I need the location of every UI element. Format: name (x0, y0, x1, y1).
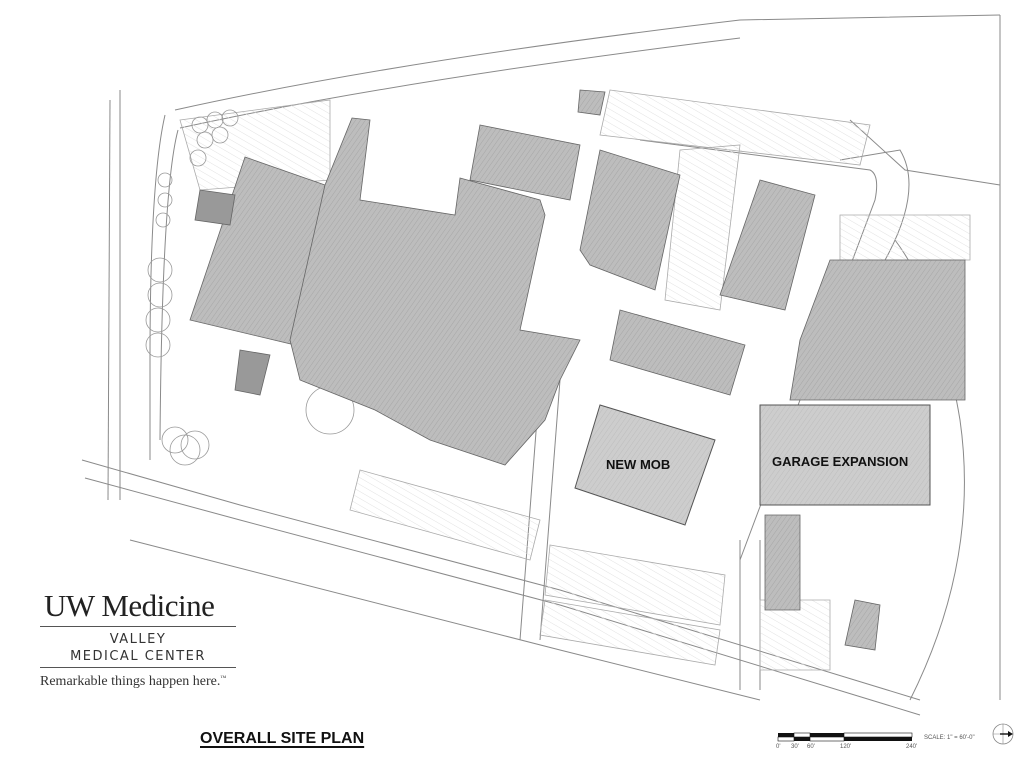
logo-brand: UW Medicine (44, 588, 215, 623)
garage-expansion-label: GARAGE EXPANSION (772, 454, 909, 469)
new-mob-label: NEW MOB (606, 457, 671, 472)
logo-tagline: Remarkable things happen here.™ (40, 674, 227, 689)
existing-buildings (189, 89, 966, 651)
parking-lots (179, 89, 971, 671)
garage-expansion-footprint (759, 404, 931, 506)
scale-tick: 120' (840, 744, 852, 750)
logo-divider (40, 626, 236, 627)
scale-label: SCALE: 1" = 60'-0" (924, 735, 975, 741)
scale-bar (777, 732, 913, 742)
drawing-title: OVERALL SITE PLAN (200, 730, 365, 747)
scale-tick: 30' (791, 744, 799, 750)
north-arrow-icon (992, 723, 1014, 745)
scale-tick: 240' (906, 744, 918, 750)
scale-tick: 0' (776, 744, 781, 750)
logo-divider (40, 667, 236, 668)
new-construction (574, 404, 931, 526)
scale-tick: 60' (807, 744, 815, 750)
logo-line-2: MEDICAL CENTER (70, 649, 206, 664)
new-mob-footprint (574, 404, 716, 526)
logo-line-1: VALLEY (109, 632, 167, 647)
trees (145, 109, 355, 466)
uw-medicine-logo: UW Medicine VALLEY MEDICAL CENTER Remark… (40, 588, 240, 690)
